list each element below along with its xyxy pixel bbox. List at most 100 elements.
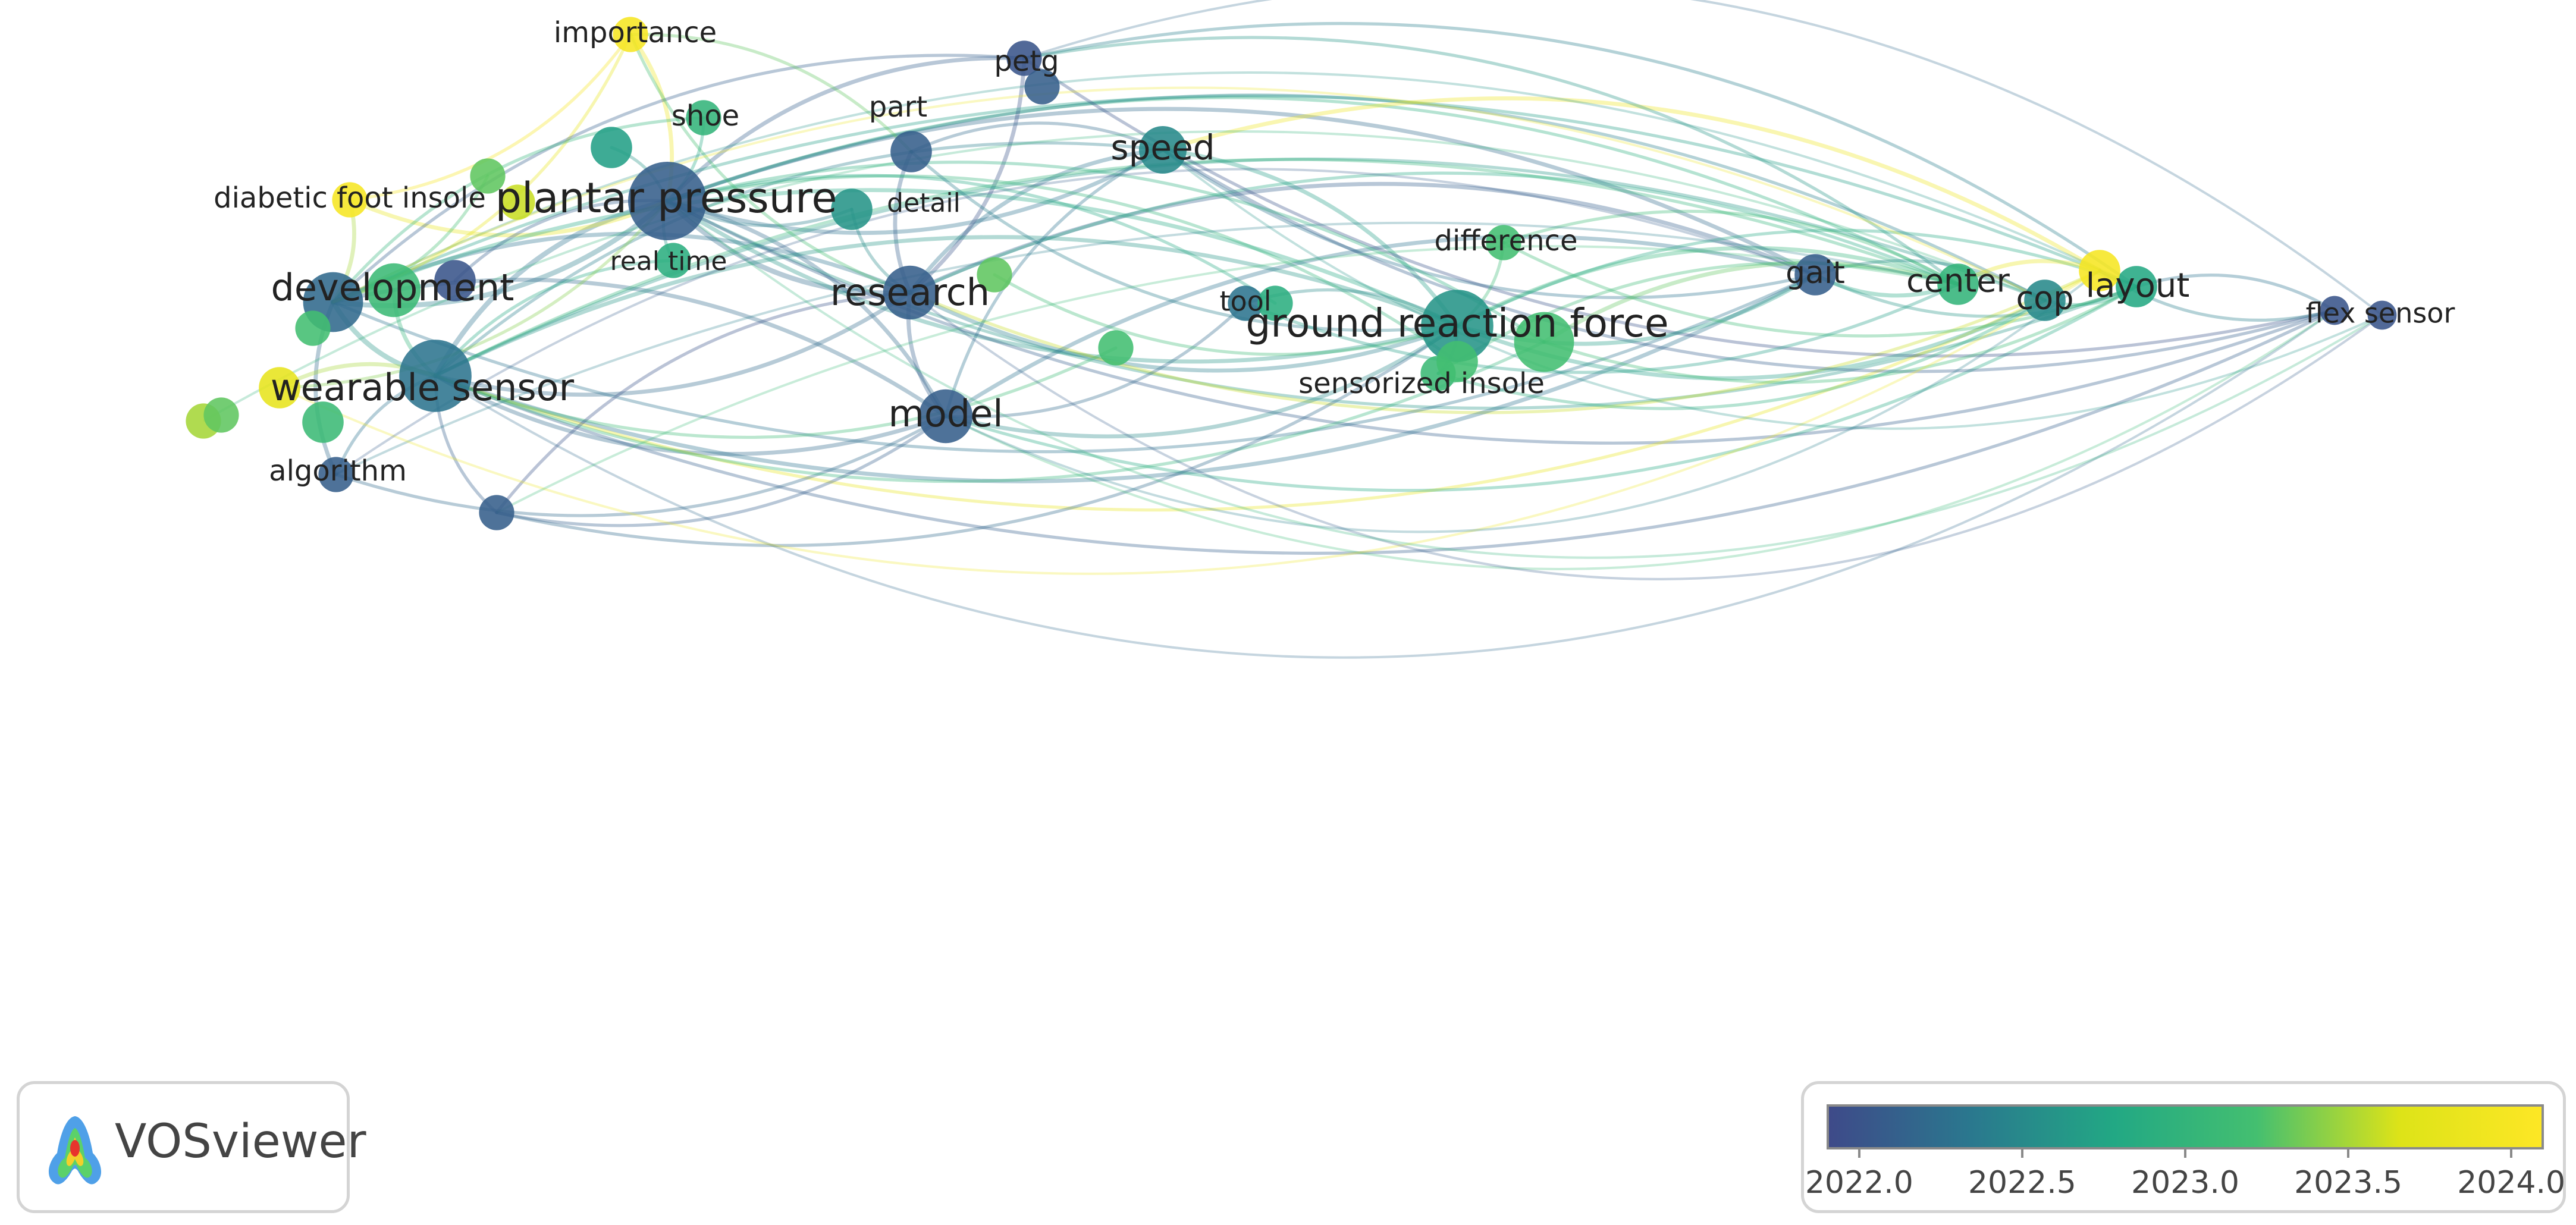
legend-tick-label: 2022.5 [1968, 1165, 2076, 1201]
node-n-green-d[interactable] [302, 401, 344, 443]
node-cop[interactable] [2024, 279, 2066, 321]
node-n-green-h[interactable] [1098, 330, 1134, 366]
label-cop[interactable]: cop [2016, 279, 2073, 317]
node-n-green-a[interactable] [470, 158, 506, 194]
link-ground-reaction-force-center [1455, 246, 1960, 328]
link-difference-center [1502, 209, 1960, 286]
label-real-time[interactable]: real time [610, 246, 727, 277]
label-tool[interactable]: tool [1219, 285, 1271, 318]
label-speed[interactable]: speed [1110, 127, 1215, 168]
node-layout[interactable] [2116, 266, 2157, 307]
node-dev-green[interactable] [366, 263, 421, 318]
node-n-green-b[interactable] [500, 184, 535, 220]
node-research[interactable] [883, 265, 937, 320]
label-diabetic-foot-insole[interactable]: diabetic foot insole [214, 181, 486, 215]
label-algorithm[interactable]: algorithm [269, 454, 407, 488]
link-n-green-i-plantar-pressure [666, 174, 1459, 363]
link-grf-green-wearable-sensor [434, 340, 1546, 483]
legend-tick-label: 2023.5 [2294, 1165, 2403, 1201]
link-plantar-pressure-gait [665, 106, 1818, 277]
link-model-layout [944, 285, 2138, 492]
label-development[interactable]: development [271, 266, 514, 309]
link-real-time-wearable-sensor [434, 259, 675, 378]
node-diabetic-foot-insole[interactable] [332, 182, 368, 218]
node-n-green-f[interactable] [203, 397, 239, 433]
node-flex-sensor[interactable] [2320, 296, 2349, 325]
node-petg2[interactable] [1024, 69, 1060, 105]
link-speed-flex-sensor [1161, 148, 2336, 373]
legend-tick [2347, 1147, 2350, 1158]
node-center[interactable] [1937, 263, 1979, 305]
link-sensorized-insole-cop [1436, 299, 2047, 410]
node-speed[interactable] [1139, 126, 1187, 174]
link-plantar-pressure-flex-sensor2 [666, 200, 2383, 559]
node-gait[interactable] [1794, 254, 1836, 296]
link-importance-research [629, 33, 912, 294]
node-n-lime[interactable] [259, 367, 300, 409]
label-layout[interactable]: layout [2086, 266, 2190, 305]
node-ground-reaction-force[interactable] [1421, 290, 1493, 362]
node-petg[interactable] [1006, 40, 1042, 76]
node-algorithm[interactable] [318, 457, 354, 492]
link-algorithm-center [335, 221, 1959, 476]
label-shoe[interactable]: shoe [672, 99, 739, 133]
node-n-purple-a[interactable] [479, 495, 514, 530]
link-ground-reaction-force-gait [1455, 272, 1818, 346]
node-model[interactable] [918, 389, 973, 444]
link-wearable-sensor-model [433, 373, 948, 456]
label-sensorized-insole[interactable]: sensorized insole [1298, 367, 1545, 400]
label-difference[interactable]: difference [1435, 224, 1578, 257]
label-petg[interactable]: petg [994, 45, 1059, 78]
node-part[interactable] [890, 131, 932, 172]
link-plantar-pressure-petg [665, 56, 1027, 203]
label-center[interactable]: center [1906, 262, 2010, 300]
link-development-ground-reaction-force [331, 188, 1460, 328]
label-plantar-pressure[interactable]: plantar pressure [495, 174, 837, 222]
label-importance[interactable]: importance [554, 16, 717, 49]
link-speed-flex-sensor2 [1162, 149, 2383, 430]
node-difference[interactable] [1486, 225, 1521, 260]
node-n-green-i[interactable] [1436, 341, 1478, 382]
link-plantar-pressure-wearable-sensor [432, 198, 670, 379]
label-part[interactable]: part [869, 90, 927, 124]
label-flex-sensor[interactable]: flex sensor [2306, 297, 2455, 329]
label-research[interactable]: research [830, 271, 990, 314]
node-n-green-g[interactable] [295, 310, 331, 346]
node-shoe[interactable] [686, 100, 721, 136]
link-wearable-sensor-speed [434, 141, 1165, 378]
node-layout-yellow[interactable] [2079, 250, 2120, 291]
node-n-teal-a[interactable] [591, 127, 632, 168]
node-detail[interactable] [831, 189, 873, 230]
link-wearable-sensor-flex-sensor [434, 309, 2336, 659]
node-grf-green[interactable] [1514, 312, 1574, 372]
link-n-green-c-ground-reaction-force [993, 273, 1459, 356]
link-model-gait [943, 234, 1818, 419]
label-detail[interactable]: detail [887, 188, 961, 218]
node-n-green-c[interactable] [977, 257, 1012, 293]
link-gait-cop [1813, 259, 2047, 302]
label-ground-reaction-force[interactable]: ground reaction force [1245, 300, 1668, 346]
labels-layer: importance petg shoe part speed diabetic foot… [214, 16, 2455, 488]
link-plantar-pressure-ground-reaction-force [665, 199, 1460, 364]
node-tool[interactable] [1228, 285, 1263, 321]
label-wearable-sensor[interactable]: wearable sensor [271, 366, 575, 409]
link-speed-gait [1161, 148, 1817, 300]
link-n-green-e-cop [203, 130, 2045, 422]
node-dev-purple[interactable] [434, 260, 476, 301]
links-layer [203, 0, 2383, 659]
node-plantar-pressure[interactable] [628, 162, 707, 240]
label-model[interactable]: model [888, 392, 1003, 435]
label-gait[interactable]: gait [1786, 255, 1845, 291]
node-real-time[interactable] [655, 243, 691, 278]
link-plantar-pressure-cop [666, 93, 2047, 302]
node-flex-sensor2[interactable] [2367, 300, 2397, 330]
link-wearable-sensor-flex-sensor [434, 309, 2336, 555]
link-research-center [908, 171, 1960, 294]
node-importance[interactable] [613, 17, 648, 52]
link-development-petg [331, 54, 1026, 304]
node-n-teal-b[interactable] [1257, 285, 1293, 321]
node-wearable-sensor[interactable] [399, 340, 472, 412]
logo-text: VOSviewer [115, 1115, 366, 1169]
link-importance-part [629, 33, 913, 153]
